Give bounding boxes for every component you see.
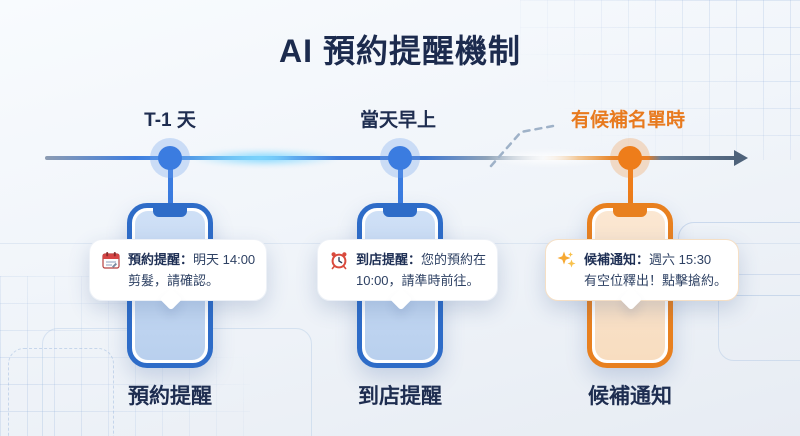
timeline-dot-3 (618, 146, 642, 170)
phone-caption-3: 候補通知 (588, 385, 672, 408)
alarm-clock-icon (329, 250, 349, 291)
calendar-icon (101, 250, 121, 291)
phone-caption-2: 到店提醒 (358, 385, 442, 408)
dashed-connector-line (489, 124, 555, 168)
phone-notch (153, 208, 187, 217)
circuit-trace-decoration (8, 348, 114, 436)
timeline-dot-1 (158, 146, 182, 170)
phone-notch (613, 208, 647, 217)
connector-stem-1 (168, 158, 173, 206)
page-title: AI 預約提醒機制 (279, 33, 521, 69)
notification-text: 預約提醒：明天 14:00 剪髮，請確認。 (128, 252, 256, 288)
connector-stem-3 (628, 158, 633, 206)
sparkles-icon (557, 250, 577, 291)
timeline-dot-2 (388, 146, 412, 170)
timeline-arrowhead-icon (734, 150, 748, 166)
notification-card-waitlist: 候補通知：週六 15:30 有空位釋出！點擊搶約。 (545, 239, 740, 301)
notification-text: 到店提醒：您的預約在 10:00，請準時前往。 (356, 252, 487, 288)
notification-text: 候補通知：週六 15:30 有空位釋出！點擊搶約。 (584, 252, 728, 288)
notification-card-appointment: 預約提醒：明天 14:00 剪髮，請確認。 (89, 239, 268, 301)
stage-time-label-3: 有候補名單時 (570, 110, 686, 131)
connector-stem-2 (398, 158, 403, 206)
phone-notch (383, 208, 417, 217)
stage-time-label-2: 當天早上 (359, 110, 437, 131)
stage-time-label-1: T-1 天 (144, 110, 196, 131)
phone-caption-1: 預約提醒 (128, 385, 212, 408)
grid-pattern-top-right (520, 0, 800, 160)
notification-card-arrival: 到店提醒：您的預約在 10:00，請準時前往。 (317, 239, 499, 301)
